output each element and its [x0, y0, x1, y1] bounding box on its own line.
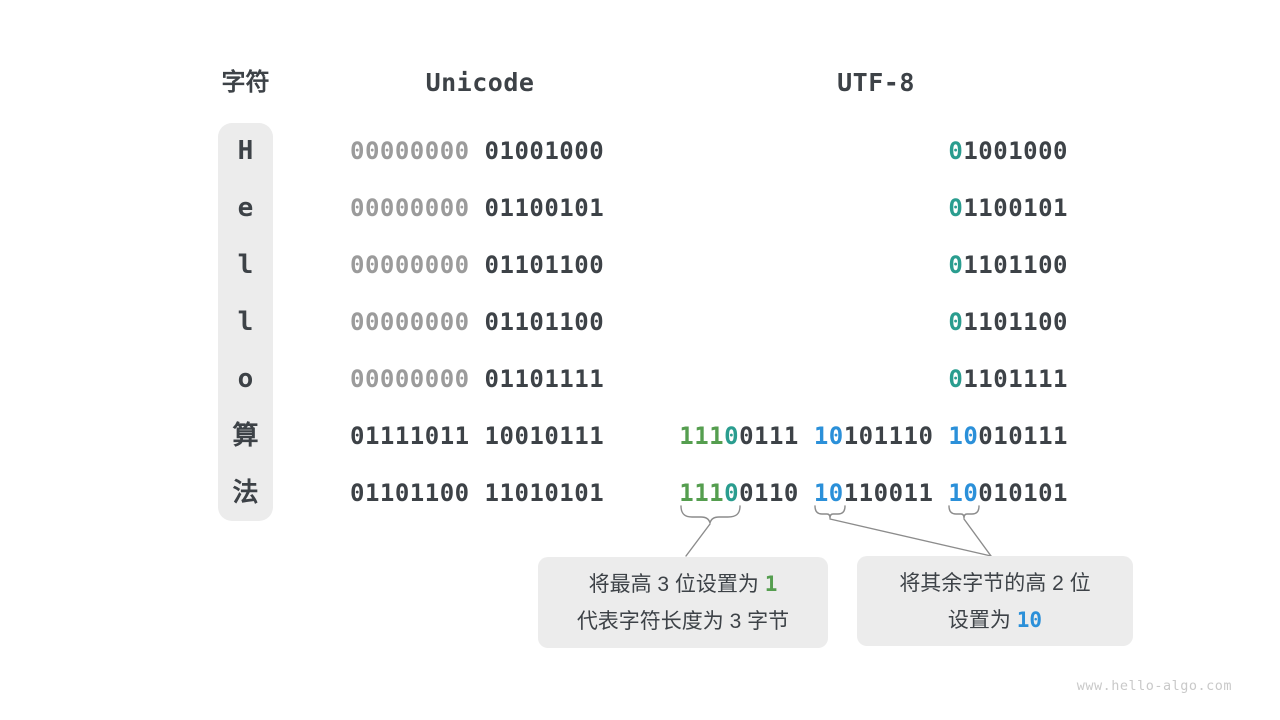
connector-line-leading: [685, 523, 711, 557]
bit-segment: 10: [813, 421, 844, 450]
bit-segment: 111: [679, 421, 725, 450]
bit-segment: 01001000: [484, 137, 605, 166]
character-cell: l: [237, 250, 254, 281]
bit-segment: 10: [948, 421, 979, 450]
column-header-unicode: Unicode: [425, 68, 535, 97]
callout-text: 将最高 3 位设置为: [588, 573, 765, 596]
utf8-bits: 01100101: [948, 192, 1068, 224]
unicode-bits: 00000000 01101111: [350, 363, 604, 395]
bit-segment: 10: [813, 478, 844, 507]
unicode-bits: 01101100 11010101: [350, 477, 604, 509]
bit-segment: 110011: [843, 478, 934, 507]
utf8-bits: 11100110 10110011 10010101: [679, 477, 1068, 509]
column-header-utf8: UTF-8: [837, 68, 915, 97]
bit-segment: 0: [948, 194, 964, 223]
bit-segment: 00000000: [350, 194, 470, 223]
highlight-bits-10: 10: [1016, 608, 1043, 632]
unicode-bits: 00000000 01100101: [350, 192, 604, 224]
bit-segment: 0: [948, 364, 964, 393]
bit-segment: 01101100: [484, 308, 605, 336]
bit-segment: 1101111: [963, 364, 1068, 393]
character-cell: 法: [232, 477, 259, 508]
bit-segment: 01101100: [350, 478, 470, 507]
utf8-bits: 01101111: [948, 363, 1068, 395]
character-cell: o: [237, 363, 254, 394]
callout-continuation-line1: 将其余字节的高 2 位: [899, 572, 1091, 595]
bit-segment: 111: [679, 478, 725, 507]
character-cell: l: [237, 307, 254, 337]
character-cell: 算: [232, 420, 259, 451]
bit-segment: 010111: [978, 421, 1068, 450]
utf8-bits: 11100111 10101110 10010111: [679, 420, 1068, 452]
bit-segment: 01101100: [484, 251, 605, 280]
bit-segment: 11010101: [484, 478, 605, 507]
bit-segment: 0: [948, 251, 964, 280]
connector-line-continuation-3: [963, 518, 992, 557]
bit-segment: 00000000: [350, 251, 470, 280]
bit-segment: 10: [948, 478, 979, 507]
callout-leading-byte: 将最高 3 位设置为 1 代表字符长度为 3 字节: [538, 557, 828, 648]
bit-segment: 1100101: [963, 194, 1068, 223]
bit-segment: 00000000: [350, 308, 470, 336]
bit-segment: 01101111: [484, 364, 605, 393]
character-cell: H: [237, 136, 254, 167]
bit-segment: 1101100: [963, 251, 1068, 280]
bit-segment: 00000000: [350, 137, 470, 166]
unicode-bits: 00000000 01101100: [350, 306, 604, 338]
highlight-bit-1: 1: [764, 572, 778, 596]
unicode-bits: 01111011 10010111: [350, 420, 604, 452]
bit-segment: 0111: [739, 421, 799, 450]
callout-leading-byte-line2: 代表字符长度为 3 字节: [576, 610, 790, 633]
callout-text: 设置为: [947, 609, 1017, 632]
unicode-bits: 00000000 01101100: [350, 249, 604, 281]
callout-continuation-byte: 将其余字节的高 2 位 设置为 10: [857, 556, 1133, 646]
bit-segment: 01100101: [484, 194, 605, 223]
callout-leading-byte-line1: 将最高 3 位设置为 1: [538, 566, 828, 603]
bit-segment: 0: [724, 478, 740, 507]
bit-segment: 1001000: [963, 137, 1068, 166]
unicode-bits: 00000000 01001000: [350, 135, 604, 167]
bit-segment: 1101100: [963, 308, 1068, 336]
bit-segment: 0: [724, 421, 740, 450]
bit-segment: 01111011: [350, 421, 470, 450]
bit-segment: 0110: [739, 478, 799, 507]
bit-segment: 010101: [978, 478, 1068, 507]
utf8-bits: 01101100: [948, 306, 1068, 338]
bit-segment: 101110: [843, 421, 934, 450]
bit-segment: 0: [948, 137, 964, 166]
column-header-character: 字符: [221, 69, 270, 96]
bit-segment: 10010111: [484, 421, 605, 450]
bit-segment: 00000000: [350, 364, 470, 393]
connector-line-continuation-2: [829, 518, 992, 557]
utf8-bits: 01101100: [948, 249, 1068, 281]
character-column-background: [218, 123, 273, 521]
watermark: www.hello-algo.com: [1076, 678, 1232, 694]
callout-continuation-line2: 设置为 10: [857, 602, 1133, 639]
utf8-bits: 01001000: [948, 135, 1068, 167]
character-cell: e: [237, 193, 254, 224]
bit-segment: 0: [948, 308, 964, 336]
